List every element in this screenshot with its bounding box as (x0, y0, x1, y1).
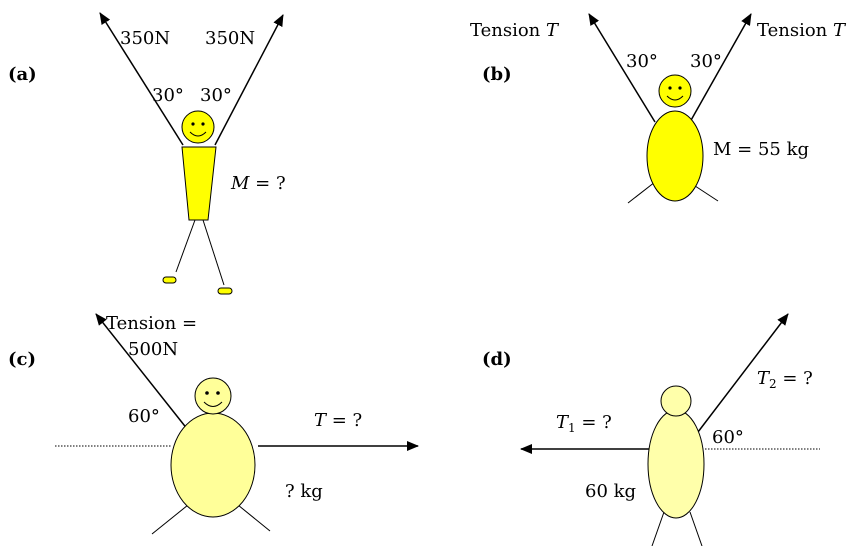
smile-icon (666, 95, 684, 101)
panel-a-label: (a) (8, 64, 37, 85)
person-a-body (181, 146, 217, 221)
panel-c-label: (c) (8, 349, 36, 370)
person-c-head (194, 377, 232, 415)
person-a-left-foot (162, 276, 177, 284)
angle-label: 60° (128, 406, 160, 427)
tension-left-label: Tension T (470, 20, 560, 41)
force-arrow-right-350n (214, 14, 284, 146)
tension-arrow-t2 (697, 313, 789, 433)
angle-left-label: 30° (626, 51, 658, 72)
tension-arrow-left (588, 13, 656, 123)
eye-icon (191, 122, 195, 126)
mass-a-label: M = ? (230, 173, 286, 194)
person-b-left-leg (627, 181, 656, 204)
force-left-label: 350N (120, 28, 170, 49)
person-b-body (646, 110, 704, 202)
eye-icon (205, 391, 209, 395)
person-d-body (647, 409, 705, 519)
angle-left-label: 30° (152, 85, 184, 106)
tension-label-line2: 500N (128, 339, 178, 360)
person-a-right-foot (217, 287, 233, 295)
panel-c: (c) Tension = 500N 60° T = ? ? kg (8, 313, 419, 535)
panel-b-label: (b) (482, 64, 512, 85)
person-d-right-leg (689, 511, 703, 547)
eye-icon (668, 86, 672, 90)
panel-d-label: (d) (482, 349, 512, 370)
eye-icon (201, 122, 205, 126)
tension-arrow-500n (95, 313, 189, 431)
force-right-label: 350N (205, 28, 255, 49)
person-a-left-leg (175, 219, 196, 273)
mass-c-label: ? kg (285, 481, 323, 502)
smile-icon (189, 131, 207, 137)
smile-icon (203, 401, 223, 407)
panel-d: (d) T1 = ? T2 = ? 60° 60 kg (482, 313, 820, 547)
t-label: T = ? (314, 410, 362, 431)
person-c-left-leg (151, 504, 189, 535)
tension-arrow-right (689, 13, 752, 123)
person-d-left-leg (651, 511, 665, 547)
angle-right-label: 30° (690, 51, 722, 72)
eye-icon (678, 86, 682, 90)
mass-b-label: M = 55 kg (713, 139, 809, 160)
person-a-right-leg (202, 219, 225, 286)
person-c-body (170, 412, 256, 518)
person-d-head (660, 385, 692, 417)
mass-d-label: 60 kg (585, 481, 636, 502)
tension-label-line1: Tension = (106, 313, 197, 334)
angle-label: 60° (712, 427, 744, 448)
tension-right-label: Tension T (757, 20, 847, 41)
person-b-head (658, 74, 692, 108)
t2-label: T2 = ? (757, 368, 813, 391)
angle-right-label: 30° (200, 85, 232, 106)
panel-a: (a) 350N 350N 30° 30° M = ? (8, 12, 286, 295)
force-arrow-left-350n (99, 12, 184, 146)
eye-icon (216, 391, 220, 395)
person-a-head (181, 110, 215, 144)
t1-label: T1 = ? (556, 412, 612, 435)
panel-b: (b) Tension T Tension T 30° 30° M = 55 k… (470, 13, 847, 204)
person-c-right-leg (237, 504, 271, 532)
